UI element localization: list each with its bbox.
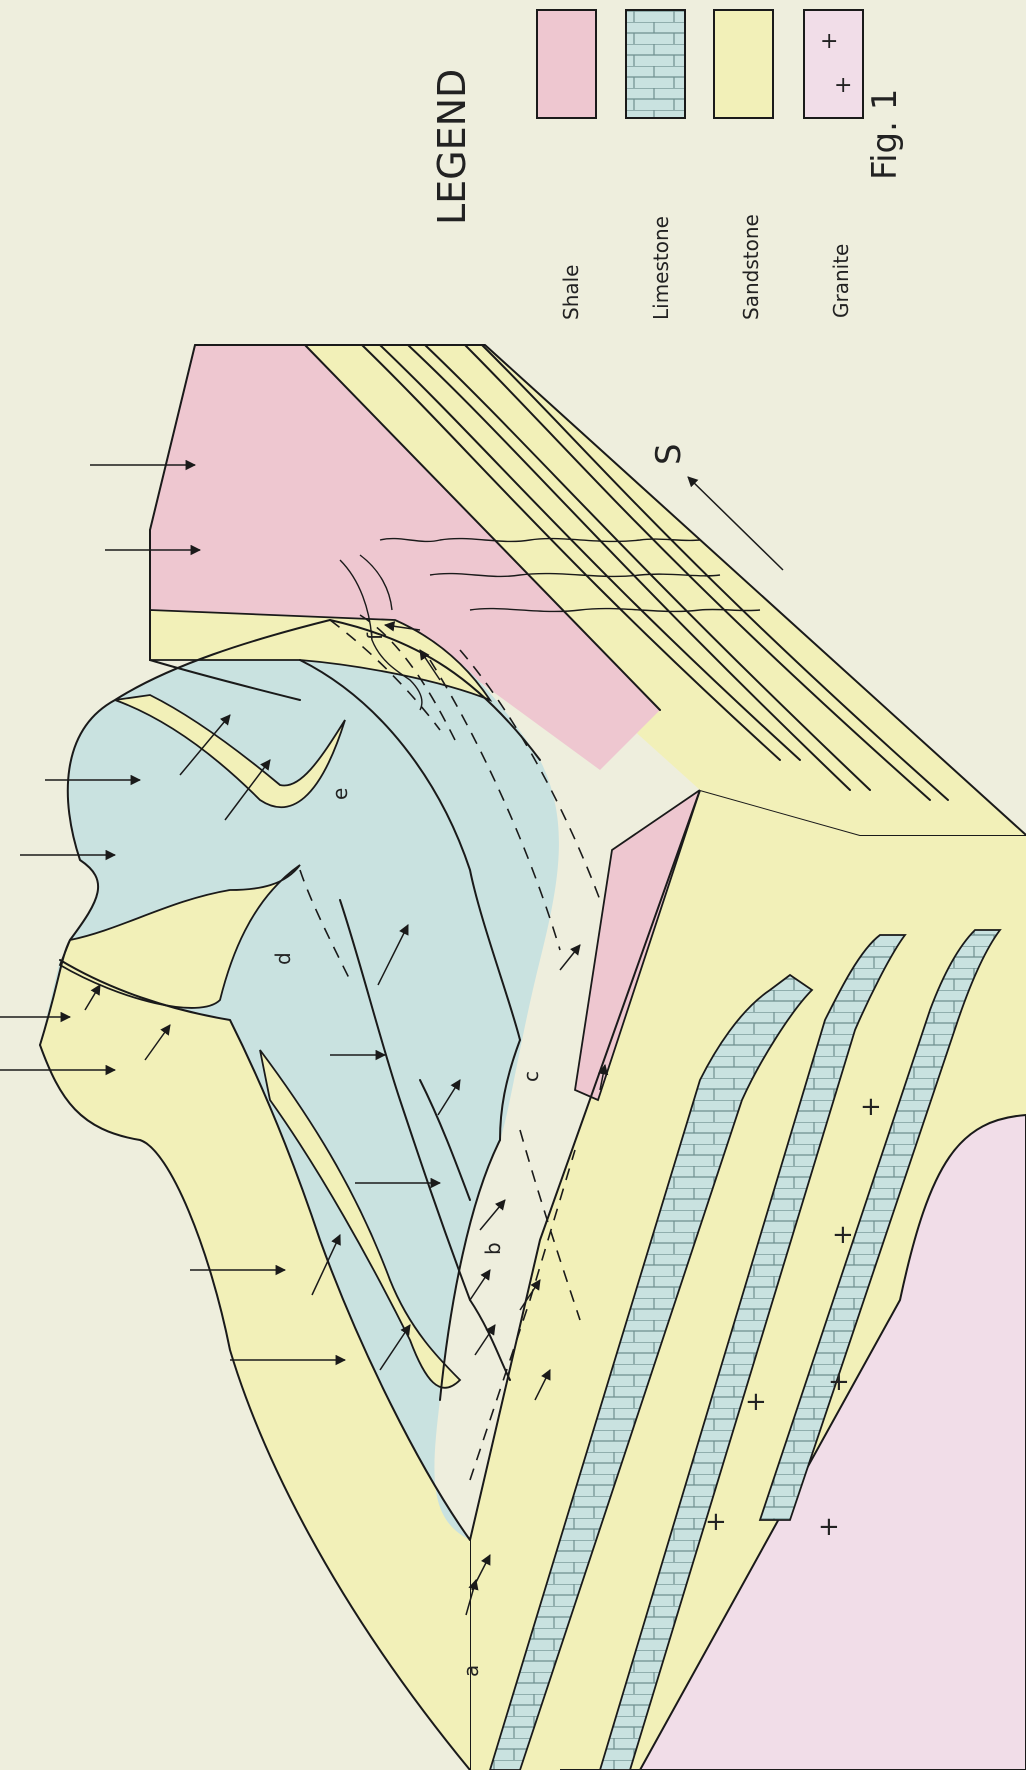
svg-text:+: + [818,1512,840,1542]
point-label-b: b [481,1242,505,1255]
svg-text:+: + [745,1387,767,1417]
legend-title: LEGEND [430,69,474,225]
svg-text:+: + [834,73,852,98]
point-label-a: a [459,1665,483,1677]
legend-swatch-sandstone [714,10,773,118]
point-label-d: d [271,952,295,965]
legend-label-limestone: Limestone [649,216,673,320]
legend-label-shale: Shale [559,265,583,321]
svg-text:+: + [820,29,838,54]
legend-label-granite: Granite [829,244,853,318]
legend-swatch-granite [804,10,863,118]
point-label-c: c [519,1071,543,1082]
svg-text:+: + [860,1092,882,1122]
point-label-e: e [328,788,352,800]
point-label-f: f [363,632,387,640]
svg-text:+: + [828,1367,850,1397]
svg-text:+: + [832,1220,854,1250]
legend-swatch-limestone [626,10,685,118]
direction-label-s: S [649,443,689,465]
figure-label: Fig. 1 [865,89,905,180]
svg-text:+: + [705,1507,727,1537]
legend-label-sandstone: Sandstone [739,214,763,320]
legend-swatch-shale [537,10,596,118]
